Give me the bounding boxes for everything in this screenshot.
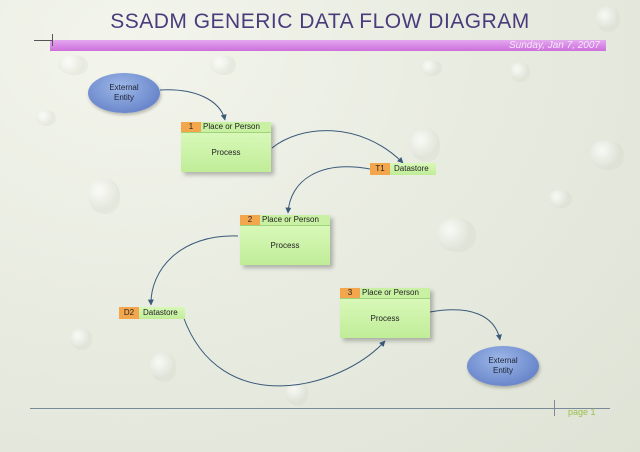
page-title: SSADM GENERIC DATA FLOW DIAGRAM [110, 10, 530, 33]
process-header [181, 122, 271, 133]
datastore[interactable]: D2 Datastore [119, 307, 185, 319]
flow-entity-to-process-1[interactable] [159, 89, 227, 121]
process-box[interactable]: 2 Place or Person Process [240, 215, 330, 265]
flow-datastore-d2-to-process-3[interactable] [182, 315, 386, 387]
flow-datastore-t1-to-process-2[interactable] [285, 166, 371, 214]
title-band [50, 40, 606, 51]
process-box[interactable]: 1 Place or Person Process [181, 122, 271, 172]
process-body: Process [240, 226, 330, 265]
external-entity[interactable]: External Entity [467, 346, 539, 386]
water-drop [150, 352, 176, 382]
footer-tick [554, 400, 555, 416]
process-number: 1 [181, 122, 201, 132]
datastore-id: T1 [370, 163, 390, 175]
water-drop [410, 128, 440, 162]
process-header [240, 215, 330, 226]
process-header [340, 288, 430, 299]
datastore-name: Datastore [139, 307, 185, 319]
water-drop [590, 140, 624, 170]
process-title: Place or Person [362, 288, 419, 297]
water-drop [286, 380, 308, 406]
flow-process-2-to-datastore-d2[interactable] [147, 235, 239, 306]
water-drop [70, 328, 92, 350]
water-drop [420, 60, 442, 76]
process-box[interactable]: 3 Place or Person Process [340, 288, 430, 338]
footer-rule [30, 408, 610, 409]
corner-mark [52, 34, 53, 46]
water-drop [88, 178, 120, 214]
flow-process-1-to-datastore-t1[interactable] [271, 130, 404, 164]
water-drop [596, 6, 620, 32]
datastore-name: Datastore [390, 163, 436, 175]
water-drop [436, 218, 476, 252]
process-body: Process [340, 299, 430, 338]
water-drop [210, 55, 236, 75]
process-title: Place or Person [203, 122, 260, 131]
corner-mark [34, 40, 52, 41]
process-number: 2 [240, 215, 260, 225]
page-number: page 1 [568, 407, 596, 417]
water-drop [548, 190, 572, 208]
process-body: Process [181, 133, 271, 172]
process-title: Place or Person [262, 215, 319, 224]
water-drop [510, 62, 530, 82]
datastore[interactable]: T1 Datastore [370, 163, 436, 175]
process-number: 3 [340, 288, 360, 298]
flow-process-3-to-entity[interactable] [429, 309, 502, 341]
date-label: Sunday, Jan 7, 2007 [509, 40, 600, 51]
datastore-id: D2 [119, 307, 139, 319]
water-drop [58, 55, 88, 75]
water-drop [36, 110, 56, 126]
external-entity[interactable]: External Entity [88, 73, 160, 113]
